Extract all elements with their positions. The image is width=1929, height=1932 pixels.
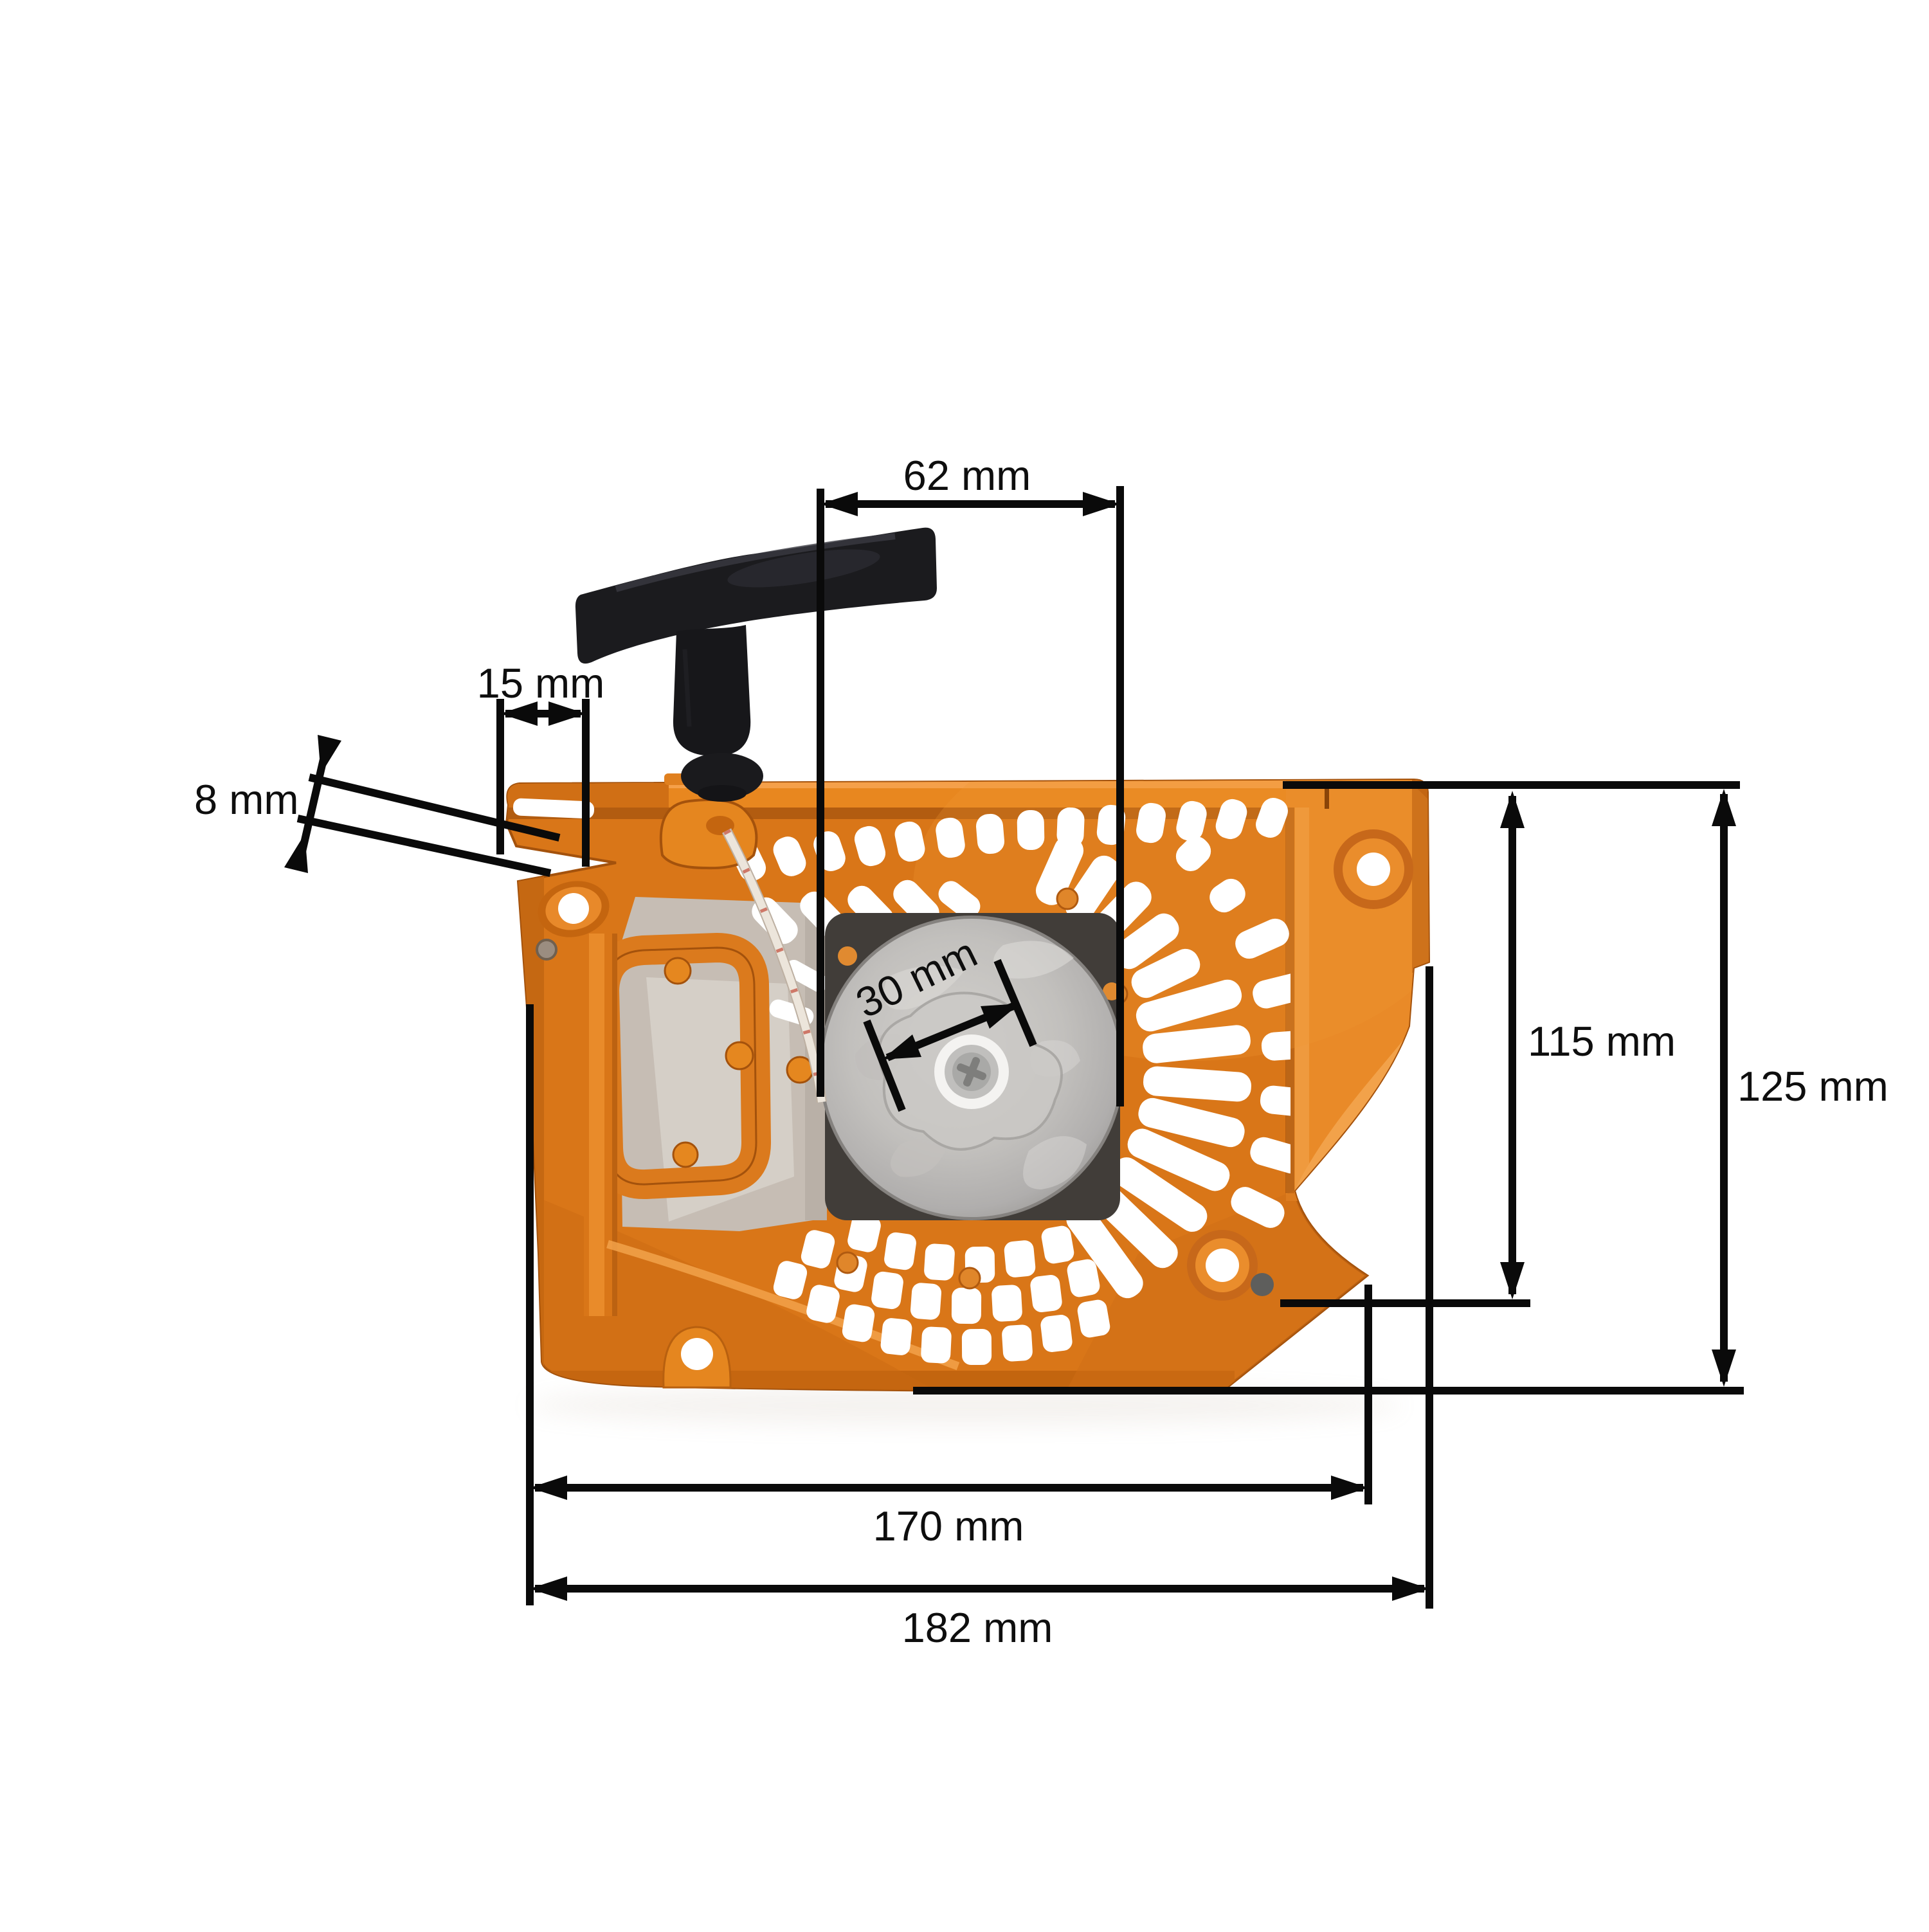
- svg-text:182 mm: 182 mm: [902, 1604, 1053, 1651]
- svg-text:8 mm: 8 mm: [194, 776, 299, 823]
- svg-text:115 mm: 115 mm: [1528, 1018, 1676, 1065]
- svg-text:125 mm: 125 mm: [1737, 1063, 1888, 1110]
- svg-text:62 mm: 62 mm: [903, 452, 1031, 499]
- svg-text:170 mm: 170 mm: [873, 1503, 1024, 1549]
- svg-text:15 mm: 15 mm: [477, 660, 605, 707]
